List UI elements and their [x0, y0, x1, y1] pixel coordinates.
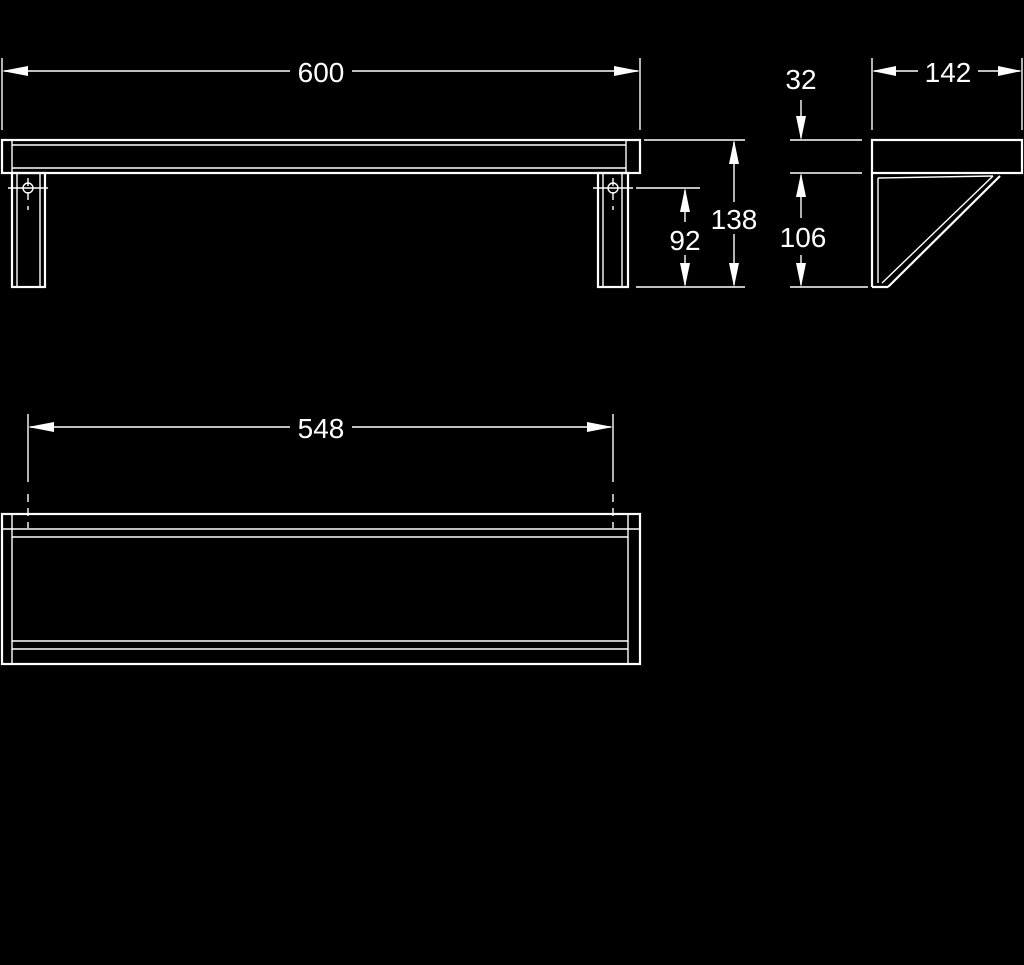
dimension-shelf-thickness: 32: [785, 64, 862, 174]
front-view: 600 92 138: [0, 57, 758, 289]
dimension-label-142: 142: [925, 57, 972, 88]
arrow-head: [796, 263, 806, 287]
top-view: 548: [0, 413, 642, 666]
dimension-bracket-offset: 92: [636, 187, 745, 288]
arrow-head: [28, 422, 54, 432]
dimension-label-138: 138: [711, 204, 758, 235]
dimension-label-92: 92: [669, 225, 700, 256]
shelf-board-side: [870, 138, 1024, 175]
dimension-label-32: 32: [785, 64, 816, 95]
dimension-label-106: 106: [780, 222, 827, 253]
side-view: 32 106 142: [780, 57, 1024, 289]
arrow-head: [998, 66, 1022, 76]
dimension-depth: 142: [871, 57, 1023, 130]
arrow-head: [680, 263, 690, 287]
dimension-label-600: 600: [298, 57, 345, 88]
dimension-label-548: 548: [298, 413, 345, 444]
arrow-head: [796, 116, 806, 140]
arrow-head: [796, 173, 806, 197]
arrow-head: [872, 66, 896, 76]
dimension-overall-height: 138: [644, 139, 758, 287]
dimension-total-width: 600: [1, 57, 641, 130]
right-bracket: [593, 171, 633, 289]
shelf-board-top: [0, 512, 642, 666]
arrow-head: [587, 422, 613, 432]
dimension-mounting-span: 548: [27, 413, 614, 528]
arrow-head: [2, 66, 28, 76]
shelf-board-front: [0, 138, 642, 175]
arrow-head: [729, 263, 739, 287]
arrow-head: [680, 188, 690, 212]
left-bracket: [8, 171, 48, 289]
dimension-bracket-height: 106: [780, 173, 868, 288]
arrow-head: [614, 66, 640, 76]
arrow-head: [729, 140, 739, 164]
bracket-side: [870, 173, 1001, 289]
